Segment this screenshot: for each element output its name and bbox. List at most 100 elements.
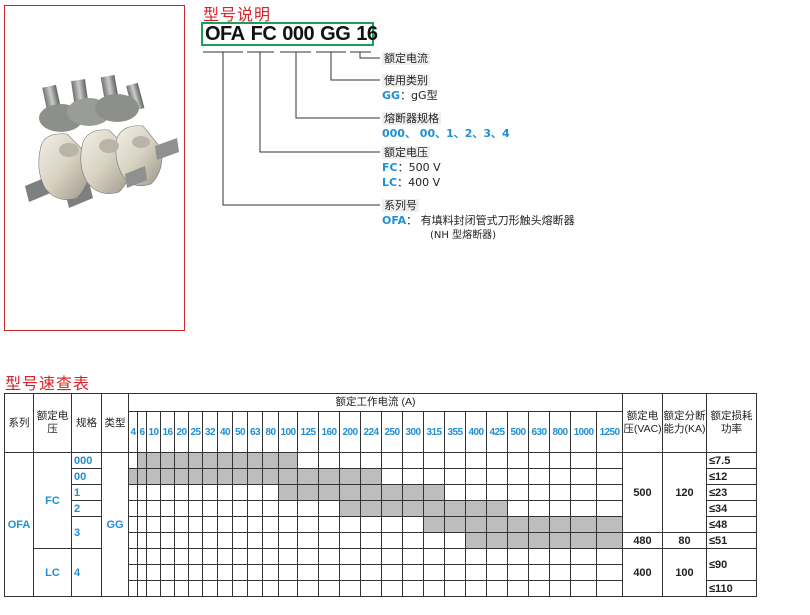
current-cell — [202, 468, 218, 485]
current-cell — [217, 452, 233, 469]
current-cell — [486, 564, 508, 581]
current-value-cell: 20 — [174, 411, 189, 453]
series-label: 系列号 — [382, 199, 419, 212]
current-cell — [174, 500, 189, 517]
current-cell — [596, 484, 623, 501]
current-cell — [128, 532, 138, 549]
current-cell — [217, 548, 233, 565]
current-cell — [202, 548, 218, 565]
current-cell — [174, 468, 189, 485]
current-cell — [278, 532, 298, 549]
current-cell — [217, 468, 233, 485]
current-cell — [247, 564, 263, 581]
current-cell — [160, 468, 175, 485]
current-cell — [423, 516, 445, 533]
current-cell — [297, 500, 319, 517]
power-loss-cell: ≤12 — [706, 468, 757, 485]
current-cell — [160, 564, 175, 581]
current-value-cell: 80 — [262, 411, 279, 453]
current-value-cell: 315 — [423, 411, 445, 453]
rated-voltage-cell: 480 — [622, 532, 663, 549]
table-row — [5, 564, 757, 581]
power-loss-cell: ≤90 — [706, 548, 757, 581]
current-cell — [465, 564, 487, 581]
current-cell — [465, 452, 487, 469]
current-cell — [202, 532, 218, 549]
current-cell — [188, 484, 203, 501]
current-cell — [381, 548, 403, 565]
header-rated-current: 额定工作电流 (A) — [128, 393, 623, 412]
current-cell — [507, 580, 529, 597]
code-usage: GG — [320, 22, 351, 45]
current-cell — [278, 484, 298, 501]
current-cell — [174, 452, 189, 469]
current-cell — [423, 532, 445, 549]
type-cell: GG — [101, 452, 129, 597]
product-photo-frame — [4, 5, 185, 331]
current-cell — [465, 580, 487, 597]
current-cell — [247, 500, 263, 517]
current-cell — [486, 500, 508, 517]
current-cell — [202, 452, 218, 469]
current-cell — [549, 564, 571, 581]
current-cell — [146, 468, 161, 485]
current-cell — [596, 500, 623, 517]
current-cell — [146, 452, 161, 469]
current-cell — [262, 532, 279, 549]
header-power-loss: 额定损耗功率 — [706, 393, 757, 453]
current-cell — [528, 452, 550, 469]
current-value-cell: 800 — [549, 411, 571, 453]
current-cell — [262, 484, 279, 501]
current-cell — [507, 468, 529, 485]
current-cell — [137, 548, 147, 565]
current-cell — [486, 580, 508, 597]
current-cell — [128, 468, 138, 485]
current-cell — [381, 452, 403, 469]
current-cell — [486, 548, 508, 565]
current-cell — [402, 452, 424, 469]
current-cell — [360, 532, 382, 549]
current-cell — [360, 468, 382, 485]
spec-cell: 000 — [71, 452, 102, 469]
current-cell — [570, 468, 597, 485]
fuse-spec-label: 熔断器规格 — [382, 112, 441, 125]
current-cell — [297, 452, 319, 469]
current-cell — [423, 580, 445, 597]
current-cell — [381, 516, 403, 533]
current-cell — [247, 468, 263, 485]
current-cell — [232, 500, 248, 517]
series-cell: OFA — [4, 452, 34, 597]
current-cell — [507, 500, 529, 517]
current-value-cell: 125 — [297, 411, 319, 453]
current-cell — [232, 452, 248, 469]
current-cell — [278, 516, 298, 533]
current-cell — [247, 516, 263, 533]
current-cell — [444, 580, 466, 597]
current-cell — [507, 564, 529, 581]
current-value-cell: 500 — [507, 411, 529, 453]
rated-voltage-label: 额定电压 — [382, 146, 430, 159]
current-cell — [549, 500, 571, 517]
power-loss-cell: ≤48 — [706, 516, 757, 533]
current-cell — [232, 468, 248, 485]
current-cell — [486, 468, 508, 485]
current-cell — [297, 580, 319, 597]
current-cell — [528, 468, 550, 485]
current-cell — [596, 468, 623, 485]
current-cell — [444, 484, 466, 501]
current-cell — [278, 548, 298, 565]
current-value-cell: 32 — [202, 411, 218, 453]
model-code-box: OFA FC 000 GG 16 — [201, 22, 378, 46]
current-cell — [507, 452, 529, 469]
current-cell — [360, 484, 382, 501]
series-value: OFA： 有填料封闭管式刀形触头熔断器 — [382, 214, 575, 227]
current-cell — [262, 516, 279, 533]
current-cell — [318, 484, 340, 501]
current-cell — [232, 484, 248, 501]
current-cell — [360, 500, 382, 517]
current-cell — [318, 548, 340, 565]
current-cell — [465, 548, 487, 565]
